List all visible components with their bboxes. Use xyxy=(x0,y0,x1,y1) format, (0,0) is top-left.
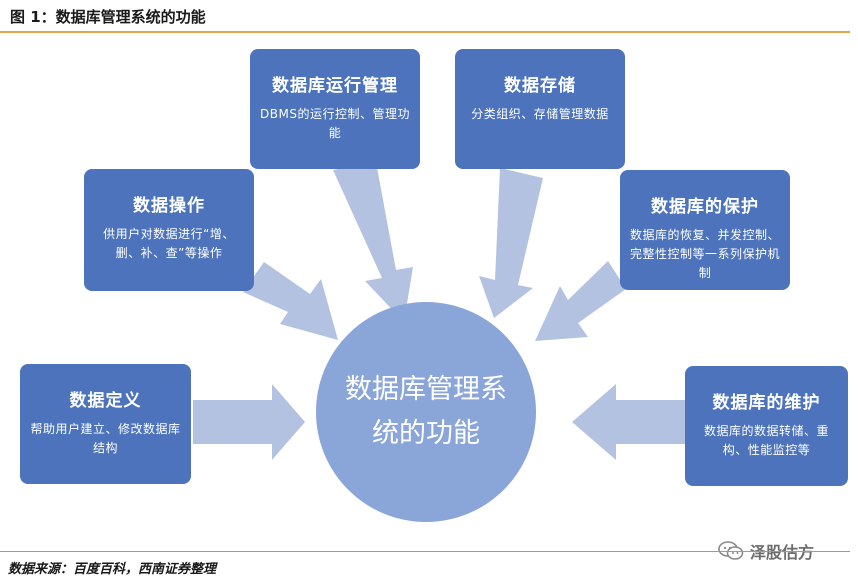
node-storage-title: 数据存储 xyxy=(504,76,576,96)
watermark: 泽股估方 xyxy=(718,539,814,563)
node-protection-desc: 数据库的恢复、并发控制、完整性控制等一系列保护机制 xyxy=(629,228,780,280)
arrow-from-maintenance xyxy=(572,384,686,460)
node-operation-title: 数据操作 xyxy=(133,196,205,216)
node-storage-desc: 分类组织、存储管理数据 xyxy=(471,107,609,121)
arrow-from-definition xyxy=(193,384,305,460)
title-rule xyxy=(0,31,850,33)
node-maintenance: 数据库的维护 数据库的数据转储、重构、性能监控等 xyxy=(685,366,848,486)
node-maintenance-title: 数据库的维护 xyxy=(712,393,821,413)
node-protection: 数据库的保护 数据库的恢复、并发控制、完整性控制等一系列保护机制 xyxy=(620,170,790,290)
footer-rule xyxy=(0,551,850,552)
watermark-label: 泽股估方 xyxy=(750,543,815,562)
node-runtime-title: 数据库运行管理 xyxy=(272,76,398,96)
figure-title: 图 1：数据库管理系统的功能 xyxy=(10,8,206,26)
node-operation: 数据操作 供用户对数据进行“增、删、补、查”等操作 xyxy=(84,169,254,291)
hub-label: 数据库管理系统的功能 xyxy=(345,374,507,449)
hub-circle: 数据库管理系统的功能 xyxy=(316,302,536,522)
source-note: 数据来源：百度百科，西南证券整理 xyxy=(8,562,217,577)
node-definition: 数据定义 帮助用户建立、修改数据库结构 xyxy=(20,364,191,484)
arrow-from-protection xyxy=(535,261,626,341)
arrow-from-operation xyxy=(243,262,338,340)
node-operation-desc: 供用户对数据进行“增、删、补、查”等操作 xyxy=(103,227,235,260)
node-runtime: 数据库运行管理 DBMS的运行控制、管理功能 xyxy=(250,49,420,169)
node-definition-desc: 帮助用户建立、修改数据库结构 xyxy=(30,422,181,455)
node-maintenance-desc: 数据库的数据转储、重构、性能监控等 xyxy=(703,424,829,457)
node-protection-title: 数据库的保护 xyxy=(651,197,759,217)
arrow-from-storage xyxy=(479,168,543,318)
node-storage: 数据存储 分类组织、存储管理数据 xyxy=(455,49,625,169)
node-runtime-desc: DBMS的运行控制、管理功能 xyxy=(260,107,410,140)
arrow-from-runtime xyxy=(333,162,413,322)
node-definition-title: 数据定义 xyxy=(69,391,142,411)
wechat-icon xyxy=(718,541,744,560)
